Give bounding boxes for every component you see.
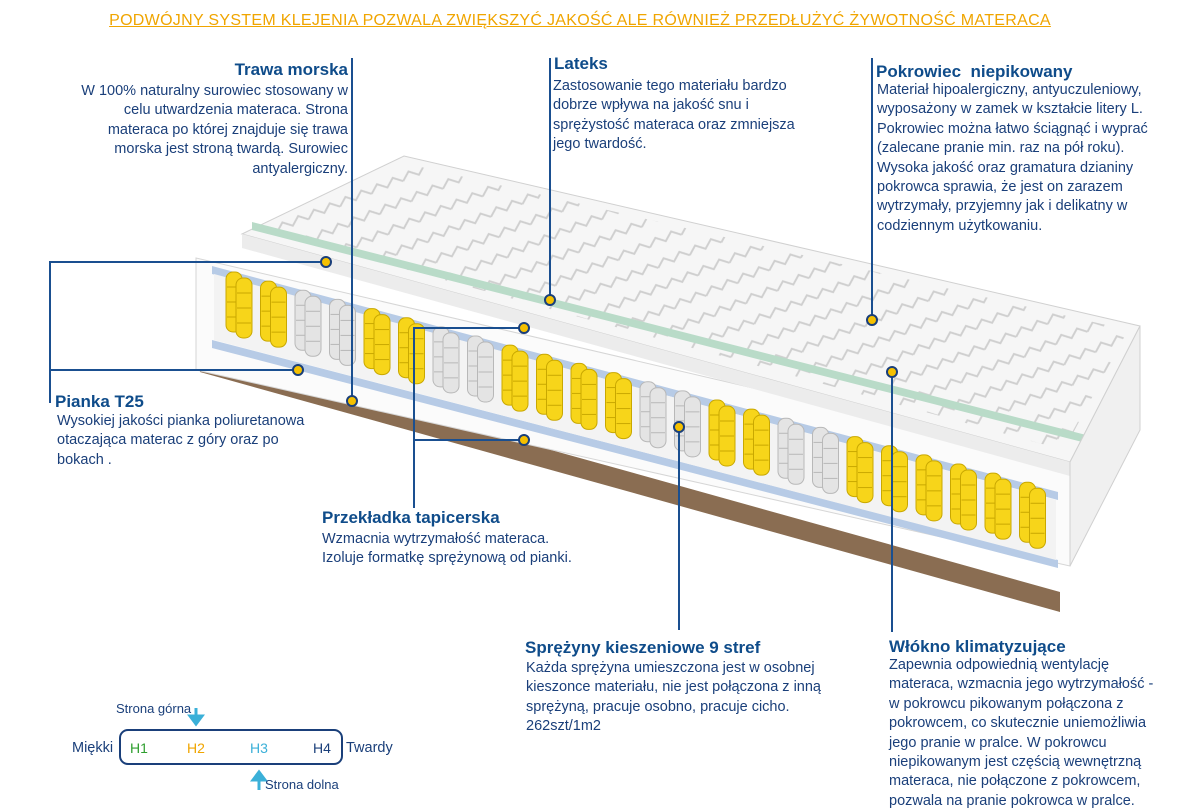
sprezyny-title: Sprężyny kieszeniowe 9 stref — [525, 638, 761, 657]
banner-heading: PODWÓJNY SYSTEM KLEJENIA POZWALA ZWIĘKSZ… — [109, 12, 1051, 29]
pokrowiec-title: Pokrowiec niepikowany — [876, 62, 1073, 81]
sprezyny-line: kieszonce materiału, nie jest połączona … — [526, 679, 821, 696]
wlokno-line: materaca, wzmacnia jego wytrzymałość - — [889, 676, 1154, 693]
sprezyny-line: Każda sprężyna umieszczona jest w osobne… — [526, 660, 815, 676]
pokrowiec-line: pokrowca sprawia, że jest on zarazem — [877, 179, 1123, 196]
wlokno-line: Zapewnia odpowiednią wentylację — [889, 657, 1110, 673]
wlokno-line: w pokrowcu pikowanym połączona z — [889, 695, 1124, 712]
pokrowiec-dot — [866, 314, 878, 326]
cover-pattern — [262, 164, 1128, 450]
trawa-line: antyalergiczny. — [252, 160, 348, 177]
pokrowiec-text: Materiał hipoalergiczny, antyuczuleniowy… — [877, 81, 1187, 236]
pianka-line: Wysokiej jakości pianka poliuretanowa — [57, 413, 305, 429]
pianka-leader — [49, 261, 326, 403]
pokrowiec-line: (zalecane pranie min. raz na pół roku). — [877, 140, 1125, 157]
hardness-box — [119, 729, 343, 765]
pianka-text: Wysokiej jakości pianka poliuretanowa ot… — [57, 412, 347, 470]
wlokno-line: jego pranie w pralce. W pokrowcu — [889, 734, 1107, 751]
pianka-line: otaczająca materac z góry oraz po — [57, 432, 279, 449]
sprezyny-text: Każda sprężyna umieszczona jest w osobne… — [526, 659, 856, 737]
przekladka-line: Wzmacnia wytrzymałość materaca. — [322, 531, 550, 547]
latex-band — [252, 222, 1098, 446]
przekladka-leader — [413, 327, 524, 508]
pokrowiec-line: wytrzymały, przyjemny jak i delikatny w — [877, 198, 1128, 215]
level-h2: H2 — [187, 740, 205, 756]
pianka-title: Pianka T25 — [55, 392, 144, 411]
sprezyny-line: sprężyną, pracuje osobno, pracuje cicho. — [526, 698, 790, 715]
pianka-dot-bottom — [292, 364, 304, 376]
pocket-springs — [225, 271, 1046, 549]
hardness-bottom-label: Strona dolna — [265, 777, 339, 792]
przekladka-text: Wzmacnia wytrzymałość materaca. Izoluje … — [322, 530, 612, 569]
lateks-title: Lateks — [554, 54, 608, 73]
wlokno-dot — [886, 366, 898, 378]
hardness-left-label: Miękki — [72, 740, 113, 756]
pokrowiec-line: Materiał hipoalergiczny, antyuczuleniowy… — [877, 82, 1142, 98]
level-h3: H3 — [250, 740, 268, 756]
top-side-arrow-icon — [187, 708, 205, 727]
felt-bottom — [212, 340, 1058, 568]
lateks-text: Zastosowanie tego materiału bardzo dobrz… — [553, 77, 843, 155]
pokrowiec-line: Wysoka jakość oraz gramatura dzianiny — [877, 159, 1134, 176]
lateks-line: jego twardość. — [553, 136, 647, 153]
level-h4: H4 — [313, 740, 331, 756]
wlokno-line: pozwala na pranie pokrowca w pralce. — [889, 792, 1135, 809]
przekladka-title: Przekładka tapicerska — [322, 508, 500, 527]
felt-top — [212, 266, 1058, 500]
wlokno-line: niepikowanym jest częścią wewnętrzną — [889, 754, 1142, 771]
pianka-line: bokach . — [57, 451, 112, 468]
level-h1: H1 — [130, 740, 148, 756]
lateks-line: sprężystość materaca oraz zmniejsza — [553, 116, 795, 133]
pokrowiec-line: Pokrowiec można łatwo ściągnąć i wyprać — [877, 120, 1148, 137]
cover-end — [1069, 325, 1141, 567]
sprezyny-dot — [673, 421, 685, 433]
lateks-dot — [544, 294, 556, 306]
przekladka-dot-top — [518, 322, 530, 334]
lateks-line: Zastosowanie tego materiału bardzo — [553, 78, 787, 94]
trawa-line: W 100% naturalny surowiec stosowany w — [81, 83, 348, 99]
pianka-dot-top — [320, 256, 332, 268]
wlokno-title: Włókno klimatyzujące — [889, 637, 1066, 656]
trawa-line: materaca po której znajduje się trawa — [107, 121, 348, 138]
bottom-side-arrow-icon — [250, 769, 268, 790]
pokrowiec-line: wyposażony w zamek w kształcie litery L. — [877, 101, 1143, 118]
pokrowiec-line: codziennym użytkowaniu. — [877, 217, 1043, 234]
callout-dots — [292, 256, 898, 446]
cover-side — [242, 234, 1070, 476]
trawa-line: celu utwardzenia materaca. Strona — [123, 102, 348, 119]
sprezyny-line: 262szt/1m2 — [526, 718, 601, 735]
trawa-dot — [346, 395, 358, 407]
hardness-top-label: Strona górna — [116, 701, 192, 716]
trawa-title: Trawa morska — [234, 60, 348, 79]
przekladka-dot-bottom — [518, 434, 530, 446]
wlokno-text: Zapewnia odpowiednią wentylację materaca… — [889, 656, 1189, 811]
hardness-scale: Strona górna Strona dolna Miękki Twardy … — [72, 701, 393, 792]
callout-lines — [49, 58, 893, 632]
trawa-text: W 100% naturalny surowiec stosowany w ce… — [40, 82, 348, 179]
trawa-line: morska jest stroną twardą. Surowiec — [114, 141, 348, 158]
hardness-right-label: Twardy — [346, 740, 393, 756]
wlokno-line: pokrowcem, co skutecznie uniemożliwia — [889, 715, 1147, 732]
lateks-line: dobrze wpływa na jakość snu i — [553, 97, 749, 114]
wlokno-line: materaca, nie połączone z pokrowcem, — [889, 773, 1141, 790]
przekladka-line: Izoluje formatkę sprężynową od pianki. — [322, 550, 572, 567]
